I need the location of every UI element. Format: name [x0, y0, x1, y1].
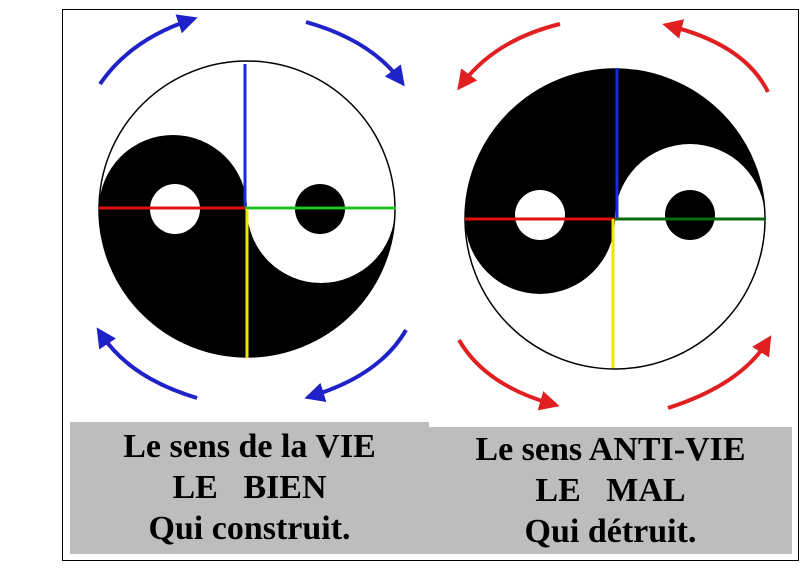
- arrow-right-top-right: [662, 19, 770, 93]
- yin-yang-right: [464, 68, 766, 370]
- arrow-right-top-left: [457, 22, 561, 91]
- arrow-left-top-left: [98, 14, 198, 86]
- caption-right-line-3: Qui détruit.: [524, 513, 697, 550]
- caption-right-line-2: LE MAL: [535, 472, 686, 509]
- yin-yang-right-white-dot: [515, 190, 565, 240]
- arrow-left-top-right: [305, 20, 405, 87]
- caption-left-line-3: Qui construit.: [148, 510, 351, 547]
- yin-yang-right-black-dot: [665, 190, 715, 240]
- left-arrows: [96, 14, 408, 403]
- arrow-left-bottom-right: [304, 328, 408, 403]
- caption-right-line-1: Le sens ANTI-VIE: [475, 431, 746, 468]
- caption-left-line-2: LE BIEN: [172, 469, 327, 506]
- caption-left: Le sens de la VIE LE BIEN Qui construit.: [70, 422, 429, 554]
- caption-left-line-1: Le sens de la VIE: [123, 428, 376, 465]
- yin-yang-left: [98, 60, 396, 358]
- arrow-right-bottom-left: [457, 338, 560, 411]
- caption-right: Le sens ANTI-VIE LE MAL Qui détruit.: [429, 427, 792, 554]
- arrow-left-bottom-left: [96, 327, 198, 400]
- arrow-right-bottom-right: [667, 335, 772, 410]
- right-arrows: [457, 19, 772, 411]
